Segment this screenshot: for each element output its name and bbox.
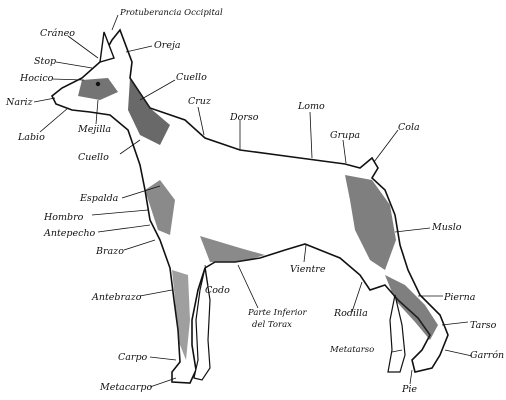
label-protuberancia-occipital: Protuberancia Occipital xyxy=(120,8,223,19)
label-nariz: Nariz xyxy=(6,97,33,108)
label-muslo: Muslo xyxy=(432,222,461,233)
label-hombro: Hombro xyxy=(44,212,83,223)
label-del-torax: del Torax xyxy=(252,320,292,331)
label-antepecho: Antepecho xyxy=(44,228,95,239)
label-antebrazo: Antebrazo xyxy=(92,292,141,303)
label-rodilla: Rodilla xyxy=(334,308,368,319)
label-metatarso: Metatarso xyxy=(330,345,374,356)
label-pierna: Pierna xyxy=(444,292,475,303)
label-hocico: Hocico xyxy=(20,73,53,84)
label-cuello-top: Cuello xyxy=(176,72,207,83)
label-labio: Labio xyxy=(18,132,45,143)
label-craneo: Cráneo xyxy=(40,28,75,39)
label-brazo: Brazo xyxy=(96,246,124,257)
label-parte-inferior: Parte Inferior xyxy=(248,308,307,319)
foreleg-shading xyxy=(172,270,190,360)
label-stop: Stop xyxy=(34,56,56,67)
label-dorso: Dorso xyxy=(230,112,258,123)
eye xyxy=(96,82,100,86)
label-grupa: Grupa xyxy=(330,130,360,141)
label-oreja: Oreja xyxy=(154,40,181,51)
label-lomo: Lomo xyxy=(298,101,325,112)
label-garron: Garrón xyxy=(470,350,504,361)
label-metacarpo: Metacarpo xyxy=(100,382,152,393)
label-pie: Pie xyxy=(402,384,417,395)
label-codo: Codo xyxy=(205,285,230,296)
label-cruz: Cruz xyxy=(188,96,211,107)
label-cola: Cola xyxy=(398,122,420,133)
label-tarso: Tarso xyxy=(470,320,496,331)
label-carpo: Carpo xyxy=(118,352,147,363)
label-vientre: Vientre xyxy=(290,264,325,275)
label-mejilla: Mejilla xyxy=(78,124,111,135)
label-espalda: Espalda xyxy=(80,193,118,204)
label-cuello-front: Cuello xyxy=(78,152,109,163)
